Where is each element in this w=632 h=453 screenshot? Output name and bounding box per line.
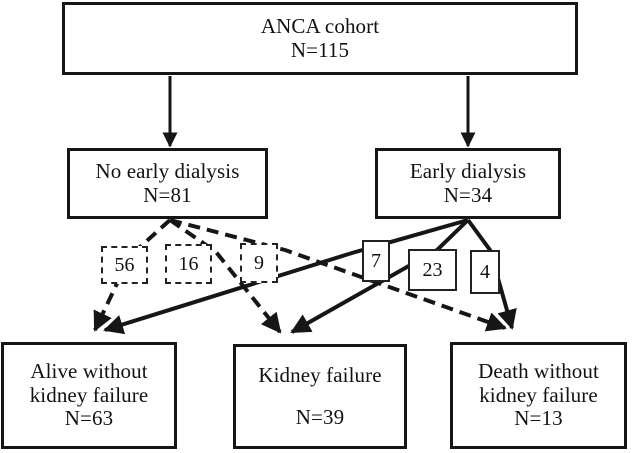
edge-count-no-early-to-alive-value: 56: [114, 254, 135, 276]
edge-count-early-to-alive: 7: [362, 240, 390, 282]
node-alive-line2: kidney failure: [29, 382, 149, 407]
edge-count-early-to-kidney-failure: 23: [408, 249, 457, 291]
node-kidney-failure: Kidney failure N=39: [233, 344, 407, 449]
node-no-early-dialysis: No early dialysis N=81: [67, 148, 268, 219]
node-early-dialysis-label: Early dialysis: [409, 158, 527, 183]
node-death-without-kidney-failure: Death without kidney failure N=13: [450, 342, 627, 449]
edge-count-no-early-to-kidney-failure: 16: [165, 244, 212, 284]
edge-count-no-early-to-alive: 56: [101, 246, 148, 284]
node-anca-cohort-count: N=115: [290, 37, 350, 62]
edge-count-early-to-death: 4: [470, 250, 500, 294]
node-kidney-failure-line1: Kidney failure: [258, 362, 382, 387]
node-anca-cohort-label: ANCA cohort: [260, 13, 380, 38]
node-no-early-dialysis-count: N=81: [143, 182, 192, 207]
edge-count-no-early-to-death-value: 9: [254, 252, 264, 274]
node-death-count: N=13: [514, 406, 563, 431]
edge-count-early-to-alive-value: 7: [371, 250, 381, 272]
node-no-early-dialysis-label: No early dialysis: [95, 158, 240, 183]
connector-early-to-alive: [103, 218, 469, 335]
node-anca-cohort: ANCA cohort N=115: [62, 2, 578, 75]
node-alive-count: N=63: [64, 406, 114, 431]
node-death-line1: Death without: [478, 359, 599, 384]
node-early-dialysis-count: N=34: [443, 182, 493, 207]
edge-count-early-to-kidney-failure-value: 23: [422, 259, 443, 281]
node-alive-line1: Alive without: [30, 359, 148, 384]
node-alive-without-kidney-failure: Alive without kidney failure N=63: [1, 342, 177, 449]
connector-no-early-to-death: [169, 218, 507, 332]
connector-no-early-to-kidney-failure: [168, 218, 282, 334]
edge-count-no-early-to-kidney-failure-value: 16: [178, 253, 199, 275]
node-death-line2: kidney failure: [479, 382, 598, 407]
edge-count-early-to-death-value: 4: [480, 261, 490, 283]
edge-count-no-early-to-death: 9: [240, 243, 278, 283]
node-early-dialysis: Early dialysis N=34: [375, 148, 561, 219]
node-kidney-failure-count: N=39: [295, 404, 345, 429]
